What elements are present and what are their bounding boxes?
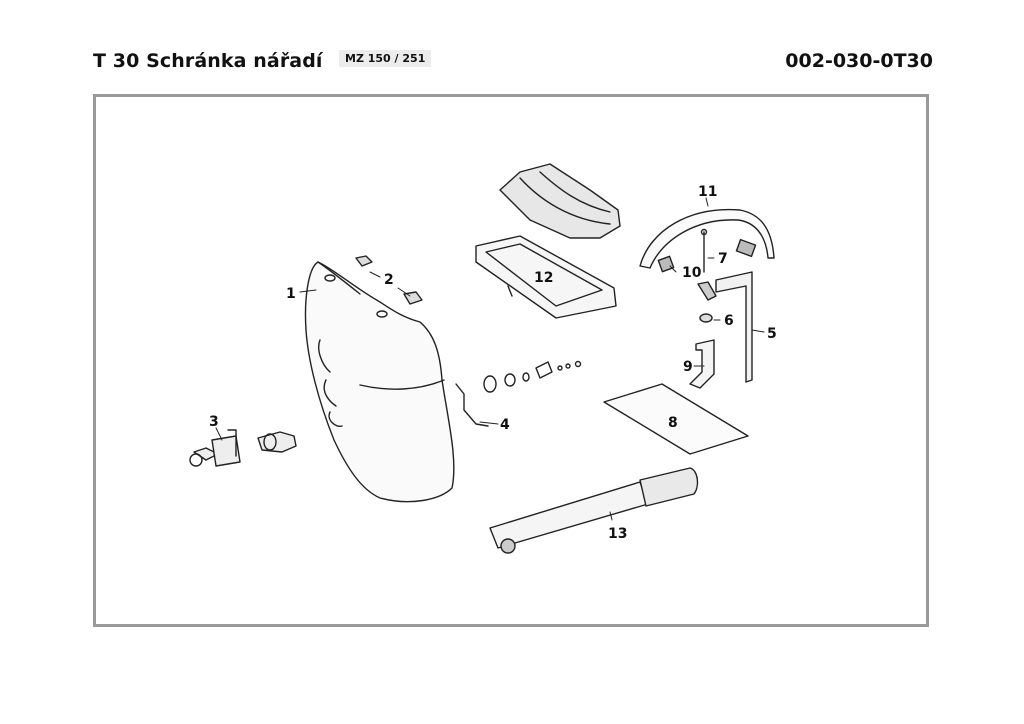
model-badge: MZ 150 / 251 [339,50,432,67]
strap-drawing [697,271,753,383]
label-part-11: 11 [698,184,717,200]
label-part-13: 13 [608,526,627,542]
part-code: 002-030-0T30 [785,50,933,72]
label-part-4: 4 [500,417,510,433]
small-bracket-drawing [689,339,715,389]
label-part-10: 10 [682,265,702,281]
label-part-1: 1 [286,286,296,302]
diagram-frame [93,94,929,627]
label-part-9: 9 [683,359,693,375]
tool-bag-drawing [499,163,621,239]
page-header: T 30 Schránka nářadí MZ 150 / 251 002-03… [0,48,1024,76]
page-title: T 30 Schránka nářadí [93,50,323,72]
leader-lines [215,197,765,521]
tray-bracket-drawing [475,235,617,319]
label-part-7: 7 [718,251,728,267]
lock-and-key-drawing [189,429,297,467]
fender-strip-drawing [639,208,775,273]
nut-drawing [699,313,713,323]
label-part-6: 6 [724,313,734,329]
bolt-drawing [700,228,708,273]
label-part-3: 3 [209,414,219,430]
latch-parts-drawing [455,360,582,427]
label-part-12: 12 [534,270,553,286]
label-part-5: 5 [767,326,777,342]
label-part-8: 8 [668,415,678,431]
tyre-pump-drawing [489,467,699,554]
tool-box-cover-drawing [304,261,455,503]
label-part-2: 2 [384,272,394,288]
pad-drawing [603,383,749,455]
